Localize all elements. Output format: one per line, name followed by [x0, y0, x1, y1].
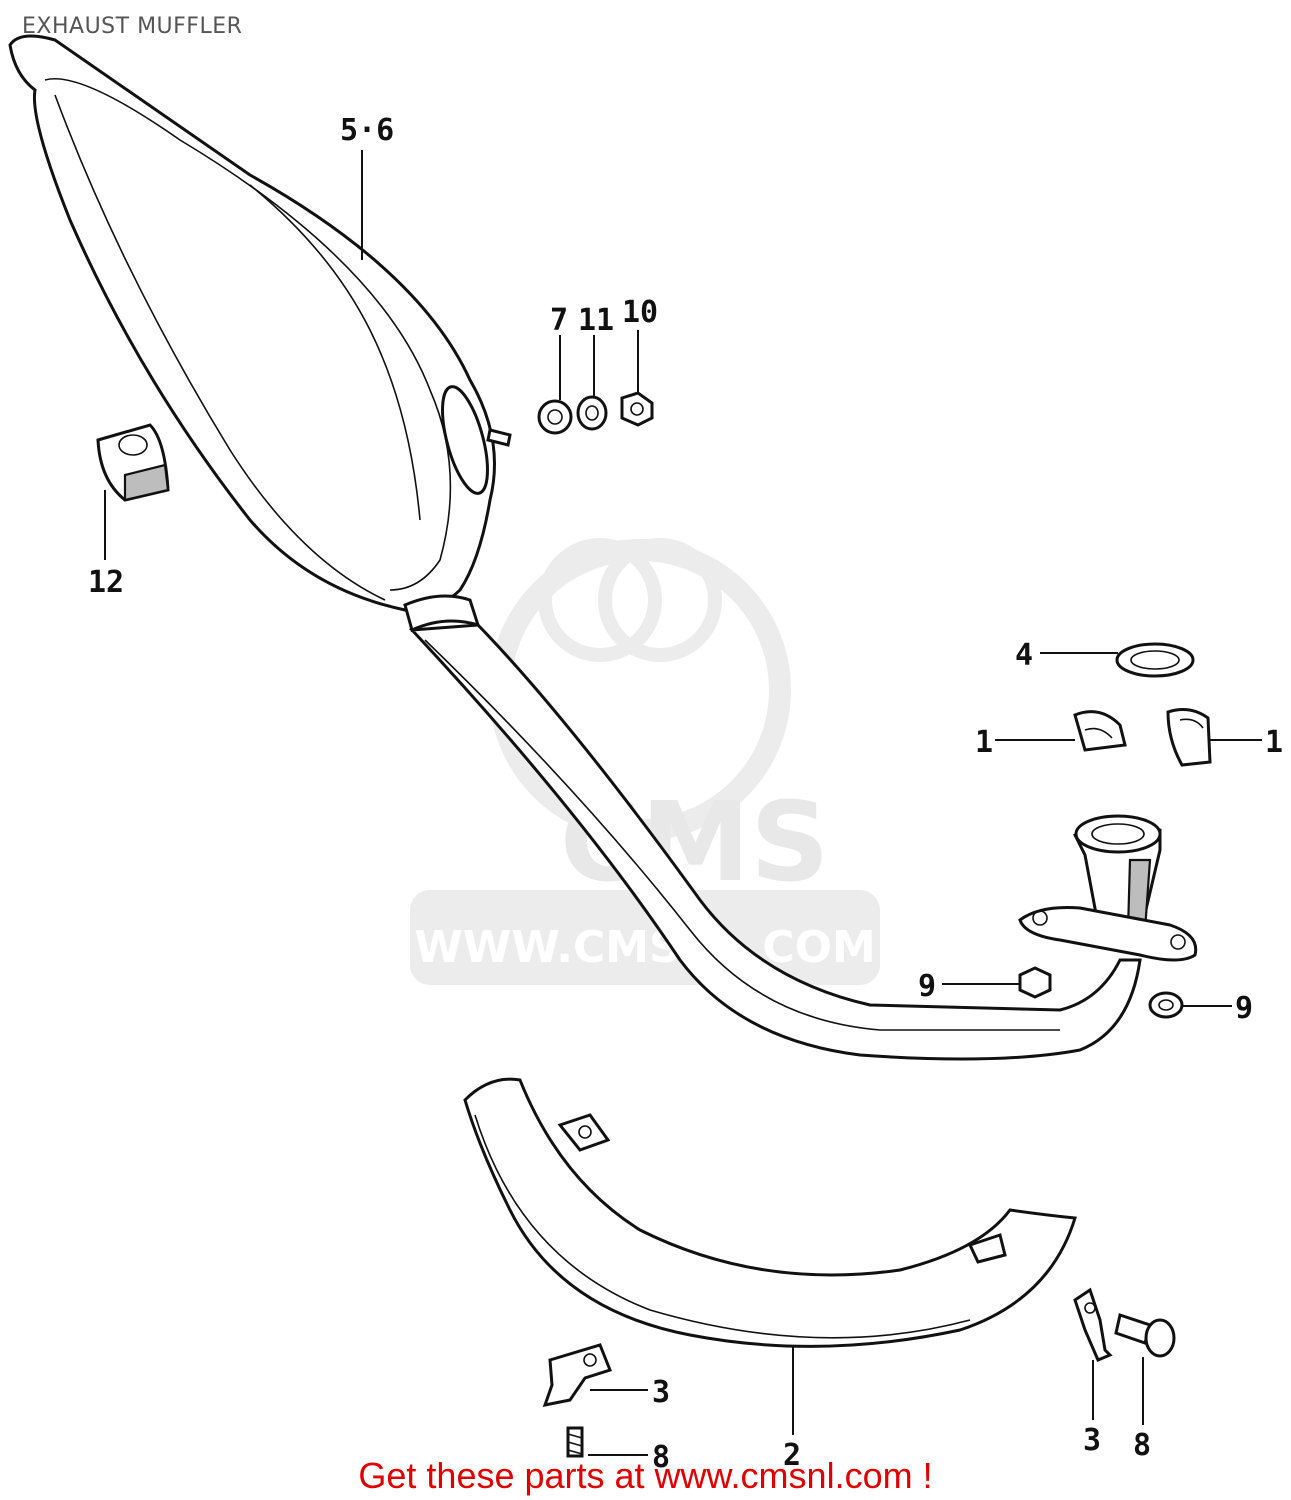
callout-nut-10: 10	[622, 295, 658, 330]
callout-labels: 5·6 7 11 10 12 4 1 1 9 9 2 3 3 8 8	[88, 113, 1283, 1475]
bolt-8-left-part	[566, 1426, 584, 1458]
callout-band-12: 12	[88, 565, 124, 600]
callout-washer-11: 11	[578, 303, 614, 338]
leader-lines	[104, 150, 1262, 1456]
exhaust-pipe-part	[408, 623, 1198, 1061]
footer-link[interactable]: Get these parts at www.cmsnl.com !	[358, 1455, 933, 1496]
washer-7-part	[537, 399, 573, 435]
bracket-3-left-part	[542, 1343, 612, 1407]
callout-collar-right: 1	[1265, 725, 1283, 760]
collar-left-part	[1073, 710, 1127, 752]
cms-watermark: CMS WWW.CMSNL.COM	[410, 538, 880, 985]
rubber-band-12-part	[96, 423, 170, 502]
callout-bracket-3-left: 3	[652, 1375, 670, 1410]
nut-10-part	[620, 391, 654, 427]
page-title: EXHAUST MUFFLER	[22, 14, 243, 39]
watermark-url: WWW.CMSNL.COM	[414, 922, 876, 973]
callout-nut-9-left: 9	[918, 969, 936, 1004]
nut-9-left-part	[1018, 966, 1052, 999]
washer-11-part	[576, 395, 608, 431]
callout-pipe-2: 2	[783, 1438, 801, 1473]
pipe-2-part	[463, 1077, 1077, 1348]
callout-washer-7: 7	[550, 303, 568, 338]
callout-bolt-8-right: 8	[1133, 1428, 1151, 1463]
callout-gasket-4: 4	[1015, 638, 1033, 673]
callout-bolt-8-left: 8	[652, 1440, 670, 1475]
callout-collar-left: 1	[975, 725, 993, 760]
nut-9-right-part	[1148, 991, 1184, 1019]
muffler-body-part	[8, 34, 512, 633]
callout-muffler: 5·6	[340, 113, 394, 148]
bolt-8-right-part	[1114, 1313, 1176, 1358]
callout-nut-9-right: 9	[1235, 991, 1253, 1026]
collar-right-part	[1166, 708, 1212, 767]
bracket-3-right-part	[1073, 1287, 1113, 1362]
callout-bracket-3-right: 3	[1083, 1423, 1101, 1458]
gasket-4-part	[1115, 642, 1195, 678]
